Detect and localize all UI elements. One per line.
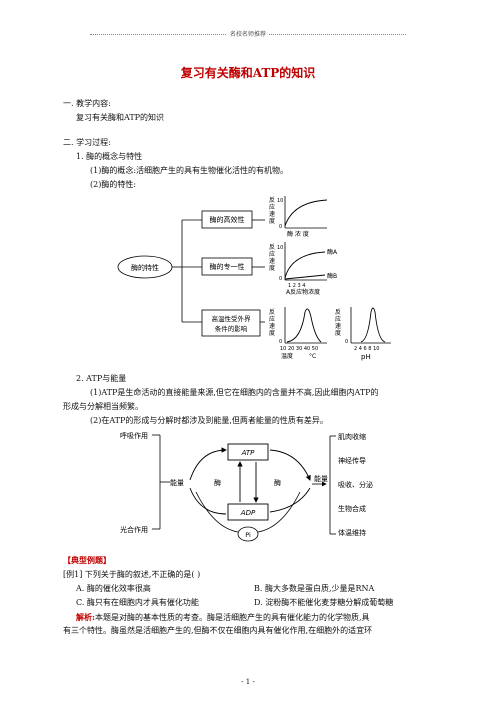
g4-x-label: pH xyxy=(361,353,371,361)
analysis-text-1: 本题是对酶的基本性质的考查。酶是活细胞产生的具有催化能力的化学物质,具 xyxy=(94,613,370,622)
g2-curve-a xyxy=(284,251,326,279)
example-1-question: [例1] 下列关于酶的叙述,不正确的是( ) xyxy=(63,570,201,579)
g2-y-3: 速 xyxy=(269,258,275,265)
pi-circle xyxy=(237,526,259,542)
adp-label: ADP xyxy=(240,509,256,517)
g2-tick-top: 10 xyxy=(277,245,283,251)
g3-y-2: 应 xyxy=(269,315,275,323)
section-one-heading: 一. 教学内容: xyxy=(63,99,111,108)
box-specificity-label: 酶的专一性 xyxy=(210,262,245,271)
g1-x-label: 酶 浓 度 xyxy=(287,230,309,238)
label-photosynthesis: 光合作用 xyxy=(120,525,148,534)
option-b: B. 酶大多数是蛋白质,少量是RNA xyxy=(254,584,375,593)
use-muscle: 肌肉收缩 xyxy=(338,432,366,441)
g2-label-a: 酶A xyxy=(327,248,338,256)
label-respiration: 呼吸作用 xyxy=(120,431,148,440)
item-1-1: (1)酶的概念:活细胞产生的具有生物催化活性的有机物。 xyxy=(90,166,289,175)
g1-curve xyxy=(284,199,328,227)
g2-y-4: 度 xyxy=(269,264,275,272)
use-absorption: 吸收、分泌 xyxy=(338,480,373,489)
g2-tick-zero: 0 xyxy=(279,276,282,282)
use-synthesis: 生物合成 xyxy=(338,504,366,513)
enzyme-characteristics-diagram: 酶的特性 酶的高效性 酶的专一性 高温性受外界 条件的影响 反 应 速 度 10… xyxy=(117,196,391,361)
box-specificity xyxy=(201,257,253,276)
g4-y-1: 反 xyxy=(335,308,341,316)
g1-y-2: 应 xyxy=(269,203,275,211)
item-1-2: (2)酶的特性: xyxy=(90,180,137,189)
box-conditions-label-1: 高温性受外界 xyxy=(212,314,252,323)
g2-y-1: 反 xyxy=(269,243,275,251)
g2-curve-b xyxy=(284,274,326,280)
atp-box xyxy=(227,443,269,461)
label-energy-out: 能量 xyxy=(314,474,328,483)
label-energy-in: 能量 xyxy=(170,478,184,487)
g1-tick-top: 10 xyxy=(277,198,283,204)
pi-label: Pi xyxy=(245,531,251,539)
graph-temperature: 反 应 速 度 0 10 20 30 40 50 温度 °C xyxy=(269,307,327,360)
g4-x-ticks: 2 4 6 8 10 xyxy=(354,346,379,352)
g4-y-4: 度 xyxy=(335,329,341,337)
section-one-body: 复习有关酶和ATP的知识 xyxy=(76,113,165,122)
g4-y-2: 应 xyxy=(335,315,341,323)
g3-x-ticks: 10 20 30 40 50 xyxy=(280,346,318,352)
box-conditions-label-2: 条件的影响 xyxy=(215,324,248,333)
g3-curve xyxy=(286,308,322,343)
g3-x-label: 温度 xyxy=(281,352,293,360)
section-two-heading: 二. 学习过程: xyxy=(63,138,111,147)
option-d: D. 淀粉酶不能催化麦芽糖分解成葡萄糖 xyxy=(254,598,394,607)
graph-ph: 反 应 速 度 0 2 4 6 8 10 pH xyxy=(335,307,391,361)
atp-label: ATP xyxy=(241,449,256,457)
item-2-1-line2: 形成与分解相当频繁。 xyxy=(63,402,143,411)
examples-heading: 【典型例题】 xyxy=(63,555,111,565)
g4-tick-zero: 0 xyxy=(345,339,348,345)
box-efficiency xyxy=(201,210,253,229)
page-number: - 1 - xyxy=(241,678,255,686)
item-1: 1. 酶的概念与特性 xyxy=(76,152,143,161)
analysis-label: 解析: xyxy=(76,612,95,622)
item-2-2: (2)在ATP的形成与分解时都涉及到能量,但两者能量的性质有差异。 xyxy=(90,416,328,425)
g4-curve xyxy=(360,307,386,343)
g3-y-4: 度 xyxy=(269,329,275,337)
use-nerve: 神经传导 xyxy=(338,456,366,465)
g1-y-4: 度 xyxy=(269,217,275,225)
g3-y-3: 速 xyxy=(269,323,275,330)
label-enzyme-right: 酶 xyxy=(274,478,281,487)
label-enzyme-left: 酶 xyxy=(214,478,221,487)
g2-label-b: 酶B xyxy=(327,272,337,280)
g3-unit: °C xyxy=(309,353,316,360)
option-a: A. 酶的催化效率很高 xyxy=(76,584,151,593)
page-title: 复习有关酶和ATP的知识 xyxy=(180,66,316,80)
g3-tick-zero: 0 xyxy=(279,339,282,345)
box-conditions xyxy=(201,309,261,337)
header-banner: 名校名师推荐 xyxy=(0,29,496,38)
g1-tick-zero: 0 xyxy=(279,224,282,230)
graph-specificity: 反 应 速 度 10 0 酶A 酶B 1 2 3 4 A反应物浓度 xyxy=(269,242,338,296)
g2-x-label: A反应物浓度 xyxy=(286,288,320,296)
g2-y-2: 应 xyxy=(269,250,275,258)
g4-y-3: 速 xyxy=(335,323,341,330)
g2-x-ticks: 1 2 3 4 xyxy=(288,283,306,289)
g1-y-1: 反 xyxy=(269,196,275,204)
g3-y-1: 反 xyxy=(269,308,275,316)
option-c: C. 酶只有在细胞内才具有催化功能 xyxy=(76,598,199,607)
use-temperature: 体温维持 xyxy=(338,528,366,537)
atp-cycle-diagram: 呼吸作用 光合作用 能量 ATP ADP 酶 酶 Pi 能量 肌肉收缩 神经传导… xyxy=(120,431,373,542)
item-2: 2. ATP与能量 xyxy=(76,374,127,383)
center-label: 酶的特性 xyxy=(131,263,159,272)
analysis-line-2: 有三个特性。酶虽然是活细胞产生的,但酶不仅在细胞内具有催化作用,在细胞外的适宜环 xyxy=(63,626,373,635)
analysis-line-1: 解析:本题是对酶的基本性质的考查。酶是活细胞产生的具有催化能力的化学物质,具 xyxy=(76,612,370,623)
adp-box xyxy=(227,503,269,521)
graph-efficiency: 反 应 速 度 10 0 酶 浓 度 xyxy=(269,196,328,238)
item-2-1-line1: (1)ATP是生命活动的直接能量来源,但它在细胞内的含量并不高,因此细胞内ATP… xyxy=(90,388,379,397)
g1-y-3: 速 xyxy=(269,211,275,218)
box-efficiency-label: 酶的高效性 xyxy=(210,215,245,224)
